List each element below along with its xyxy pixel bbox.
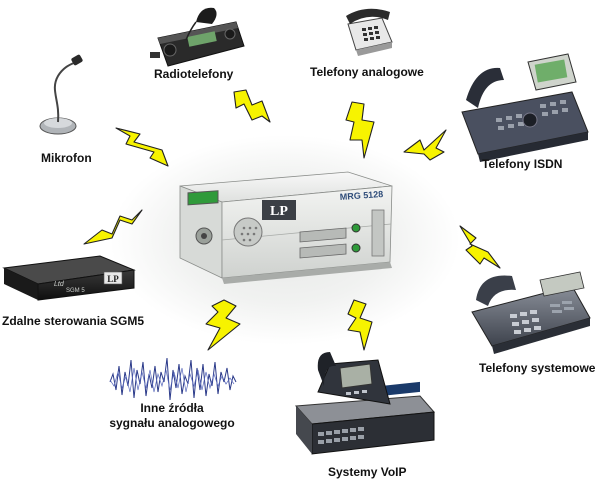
lightning-bolt-system xyxy=(459,225,501,269)
microphone-device xyxy=(39,54,83,135)
label-other-sources-line2: sygnału analogowego xyxy=(109,416,235,430)
isdn-phone-device xyxy=(461,53,589,162)
sgm5-device: Ltd SGM 5 LP xyxy=(2,255,136,301)
lightning-bolt-radio xyxy=(233,89,271,123)
lightning-bolt-voip xyxy=(347,299,373,351)
label-analog-phones: Telefony analogowe xyxy=(310,65,424,79)
label-remote-control: Zdalne sterowania SGM5 xyxy=(2,314,145,328)
label-radio: Radiotelefony xyxy=(154,67,234,81)
label-system-phones: Telefony systemowe xyxy=(479,361,596,375)
lightning-bolt-mic xyxy=(115,127,169,167)
analog-phone-device xyxy=(346,8,393,56)
center-device: LP MRG 5128 xyxy=(179,171,393,284)
label-voip: Systemy VoIP xyxy=(328,465,407,479)
lightning-bolt-other xyxy=(205,299,241,351)
lightning-bolt-analog xyxy=(345,101,375,159)
label-other-sources: Inne źródła sygnału analogowego xyxy=(109,401,234,431)
radio-device xyxy=(150,7,245,67)
lightning-bolt-sgm xyxy=(83,209,143,245)
analog-waveform xyxy=(109,357,237,401)
sgm5-badge: LP xyxy=(107,274,119,284)
sgm5-model: SGM 5 xyxy=(66,288,85,294)
lightning-bolt-isdn xyxy=(403,129,447,161)
label-microphone: Mikrofon xyxy=(41,151,92,165)
center-device-model: MRG 5128 xyxy=(339,189,383,202)
sgm5-brand: Ltd xyxy=(54,281,65,288)
voip-device xyxy=(294,352,436,455)
center-device-badge: LP xyxy=(270,204,288,219)
label-isdn-phones: Telefony ISDN xyxy=(482,157,563,171)
lightning-bolts xyxy=(83,89,501,351)
label-other-sources-line1: Inne źródła xyxy=(140,401,204,415)
system-phone-device xyxy=(471,271,591,354)
